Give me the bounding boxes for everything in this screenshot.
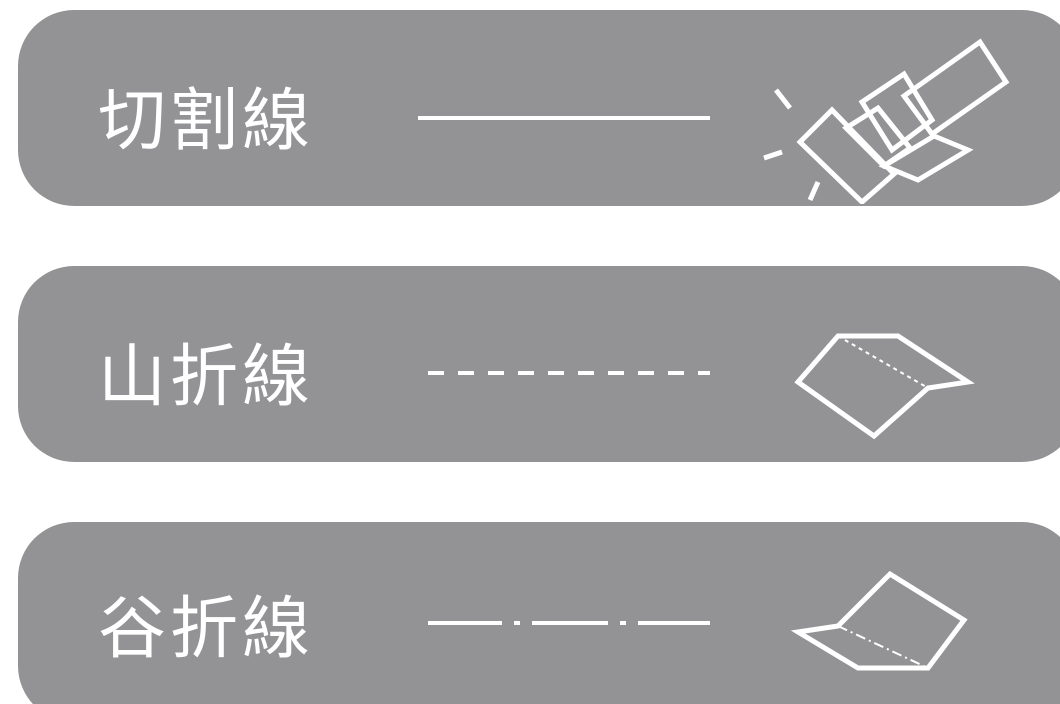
cut-paper-icon: [763, 38, 1010, 204]
mountain-fold-label: 山折線: [98, 338, 315, 417]
valley-fold-label: 谷折線: [98, 590, 315, 669]
solid-line-sample: [418, 116, 710, 120]
legend-row-valley-fold: 谷折線: [18, 522, 1060, 704]
legend-row-cut-line: 切割線: [18, 10, 1060, 206]
legend-row-mountain-fold: 山折線: [18, 266, 1060, 462]
dash-dot-line-sample: [428, 621, 710, 625]
valley-fold-icon: [790, 570, 968, 671]
mountain-fold-icon: [794, 333, 975, 440]
cut-line-label: 切割線: [98, 82, 315, 161]
dashed-line-sample: [428, 371, 710, 375]
